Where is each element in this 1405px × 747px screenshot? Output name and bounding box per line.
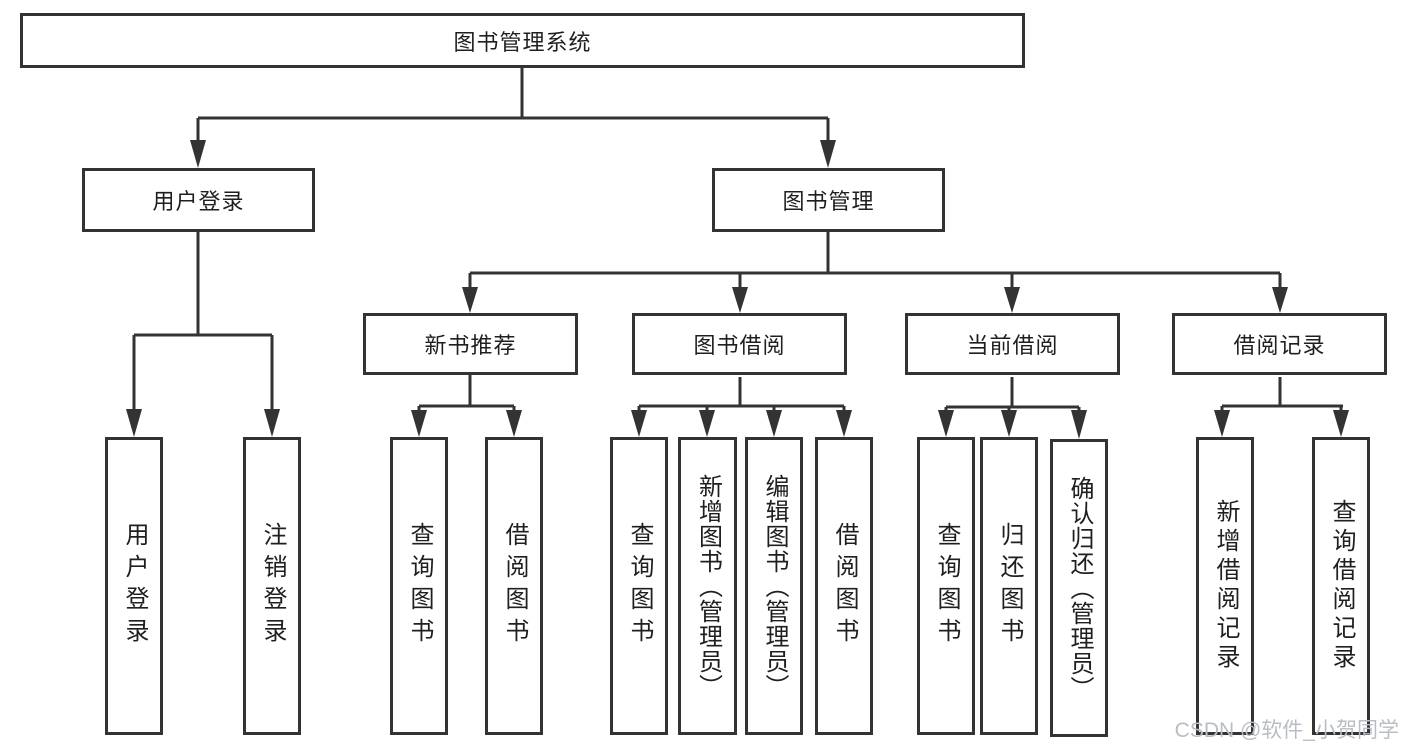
node-label: 当前借阅 [966,333,1059,358]
leaf-edit-books-admin: 编辑图书（管理员） [745,437,803,735]
leaf-logout: 注销登录 [243,437,301,735]
leaf-user-login: 用户登录 [105,437,163,735]
node-user-login: 用户登录 [82,168,315,232]
node-borrowing-records: 借阅记录 [1172,313,1387,375]
leaf-query-books: 查询图书 [610,437,668,735]
leaf-label: 新增借阅记录 [1212,499,1239,673]
leaf-label: 编辑图书（管理员） [761,473,788,699]
node-label: 图书管理 [782,189,875,214]
leaf-query-borrow-record: 查询借阅记录 [1312,437,1370,735]
leaf-label: 归还图书 [996,522,1023,650]
leaf-add-borrow-record: 新增借阅记录 [1196,437,1254,735]
leaf-confirm-return-admin: 确认归还（管理员） [1050,439,1108,737]
leaf-label: 查询图书 [626,522,653,650]
node-label: 图书借阅 [693,333,786,358]
node-label: 新书推荐 [424,333,517,358]
leaf-label: 确认归还（管理员） [1066,475,1093,701]
leaf-label: 借阅图书 [501,522,528,650]
leaf-label: 借阅图书 [831,522,858,650]
node-current-borrowing: 当前借阅 [905,313,1120,375]
csdn-watermark: CSDN @软件_小贺同学 [1174,719,1399,742]
node-book-management: 图书管理 [712,168,945,232]
node-library-management-system: 图书管理系统 [20,13,1025,68]
node-label: 借阅记录 [1233,333,1326,358]
leaf-label: 查询图书 [406,522,433,650]
leaf-return-books: 归还图书 [980,437,1038,735]
node-label: 图书管理系统 [453,29,592,55]
leaf-query-books: 查询图书 [917,437,975,735]
leaf-query-books: 查询图书 [390,437,448,735]
leaf-label: 注销登录 [259,522,286,650]
leaf-borrow-books: 借阅图书 [815,437,873,735]
leaf-add-books-admin: 新增图书（管理员） [678,437,737,735]
node-label: 用户登录 [152,189,245,214]
node-new-book-recommend: 新书推荐 [363,313,578,375]
leaf-label: 查询图书 [933,522,960,650]
leaf-borrow-books: 借阅图书 [485,437,543,735]
leaf-label: 查询借阅记录 [1328,499,1355,673]
leaf-label: 用户登录 [121,522,148,650]
leaf-label: 新增图书（管理员） [694,473,722,699]
node-book-borrowing: 图书借阅 [632,313,847,375]
